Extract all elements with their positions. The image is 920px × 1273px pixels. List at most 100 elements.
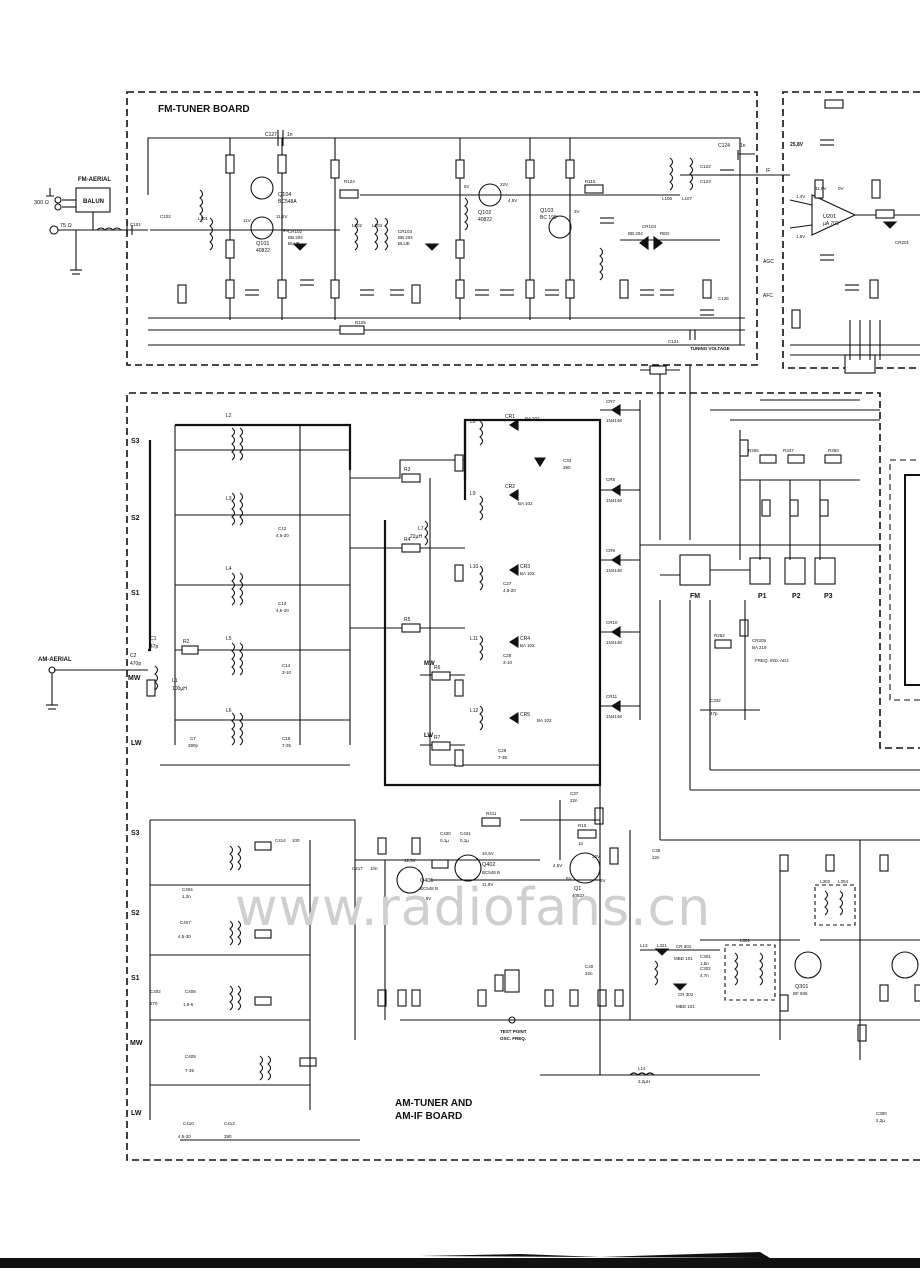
cr5-label: CR5	[520, 712, 530, 718]
l7-label: L7	[418, 526, 424, 532]
v22b-label: 22V	[592, 854, 600, 859]
v6-label: 6V	[566, 876, 572, 881]
ohm75-label: 75 Ω	[60, 223, 72, 229]
l302-label: L302	[820, 879, 831, 884]
lw-top-label: LW	[131, 740, 142, 747]
transistor-q101	[250, 216, 274, 240]
am-board-title-1: AM-TUNER AND	[395, 1098, 472, 1109]
freq-ind-adj-label: FREQ. IND. ADJ.	[755, 658, 790, 663]
c402-val: 270	[150, 1001, 158, 1006]
c301-label: C301	[700, 954, 711, 959]
v118b-label: 11,8V	[482, 882, 493, 887]
right-board-outline	[782, 91, 920, 369]
c414-label: C414	[275, 838, 286, 843]
transistor-q103	[548, 215, 572, 239]
l107-label: L107	[682, 196, 693, 201]
l14-label: L14	[638, 1066, 646, 1071]
v45-label: 4,5V	[508, 198, 517, 203]
switch-block	[659, 479, 920, 841]
opamp-u201	[811, 194, 857, 236]
transistor-q102	[478, 183, 502, 207]
v118-label: 11,8V	[815, 186, 826, 191]
r6-label: R6	[434, 665, 441, 671]
cr5-type: BA 102	[537, 718, 552, 723]
c101-label: C101	[130, 222, 141, 227]
cr2-label: CR2	[505, 484, 515, 490]
c13-val: 4,5-20	[276, 608, 289, 613]
cr7-label: CR7	[606, 399, 615, 404]
q103-label: Q103	[540, 208, 553, 214]
bottom-border-bar	[0, 1258, 920, 1268]
c420-label: C420	[440, 831, 451, 836]
r347-label: R347	[783, 448, 794, 453]
cr104-label: CR104	[642, 224, 657, 229]
c40-label: C40	[585, 964, 594, 969]
v115-label: 11,5V	[276, 214, 287, 219]
cr8-label: CR8	[606, 477, 615, 482]
q301-label: Q301	[795, 984, 808, 990]
r3-label: R3	[404, 467, 411, 473]
am-board-title-2: AM-IF BOARD	[395, 1111, 462, 1122]
am-board-outline	[126, 392, 920, 1161]
l103-label: L103	[372, 223, 383, 228]
r411-label: R411	[486, 811, 497, 816]
c7-label: C7	[190, 736, 196, 741]
c127-val: 1n	[287, 132, 293, 138]
cr102-type: BB 204	[288, 235, 303, 240]
osc-freq-label: OSC. FREQ.	[500, 1036, 526, 1041]
l301-label: L301	[740, 938, 751, 943]
l9-label: L9	[470, 491, 476, 497]
cr2-type: BA 102	[518, 501, 533, 506]
s3-top-label: S3	[131, 438, 140, 445]
l5-label: L5	[226, 636, 232, 642]
balun-box	[75, 187, 111, 213]
watermark: www.radiofans.cn	[235, 878, 711, 938]
v3-label: 3V	[574, 209, 580, 214]
v258-label: 25,8V	[790, 142, 804, 148]
c7-val: 390p	[188, 743, 199, 748]
l106-label: L106	[662, 196, 673, 201]
q1-label: Q1	[574, 886, 581, 892]
cr302-type: MBD 101	[676, 1004, 695, 1009]
v5-label: 5V	[464, 184, 470, 189]
c127-label: C127	[265, 132, 277, 138]
c121-label: C121	[668, 339, 679, 344]
cr302-label: CR 302	[678, 992, 694, 997]
c417-val: 10n	[370, 866, 378, 871]
v11-label: 11V	[243, 218, 251, 223]
c38-label: C38	[652, 848, 661, 853]
u201-type: µA 703	[823, 221, 839, 227]
v18-label: 1,8V	[422, 896, 431, 901]
c402-label: C402	[150, 989, 161, 994]
v9-label: 9V	[283, 228, 289, 233]
l11-label: L11	[470, 636, 478, 642]
c417-label: C417	[352, 866, 363, 871]
c12-val: 4,5-20	[276, 533, 289, 538]
q1-type: 40822	[572, 893, 585, 898]
l1-label: L1	[172, 678, 178, 684]
q101-type: 40822	[256, 248, 270, 254]
c14-val: 3-10	[282, 670, 292, 675]
l12-label: L12	[470, 708, 479, 714]
c301-val: 1,5n	[700, 961, 709, 966]
c33-val: 390	[563, 465, 571, 470]
c14-label: C14	[282, 663, 291, 668]
transistor-q401	[396, 866, 424, 894]
cr4-type: BA 102	[520, 643, 535, 648]
transistor-q301	[794, 951, 822, 979]
c408-label: C408	[185, 989, 196, 994]
cr104-color: RED	[660, 231, 670, 236]
cr8-type: 1N4148	[606, 498, 622, 503]
c37-label: C37	[570, 791, 579, 796]
cr102-color: BLUE	[288, 241, 300, 246]
l14-val: 2,2µH	[638, 1079, 650, 1084]
r5-label: R5	[404, 617, 411, 623]
c1-val: 47p	[150, 644, 159, 650]
fm-tuner-board-outline	[126, 91, 758, 366]
c332-label: C332	[710, 698, 721, 703]
c409-val: 7-35	[185, 1068, 195, 1073]
cr103-label: CR103	[398, 229, 413, 234]
l321-label: L321	[657, 943, 668, 948]
c2-val: 470p	[130, 661, 141, 667]
fm-supply-rail	[147, 137, 741, 345]
